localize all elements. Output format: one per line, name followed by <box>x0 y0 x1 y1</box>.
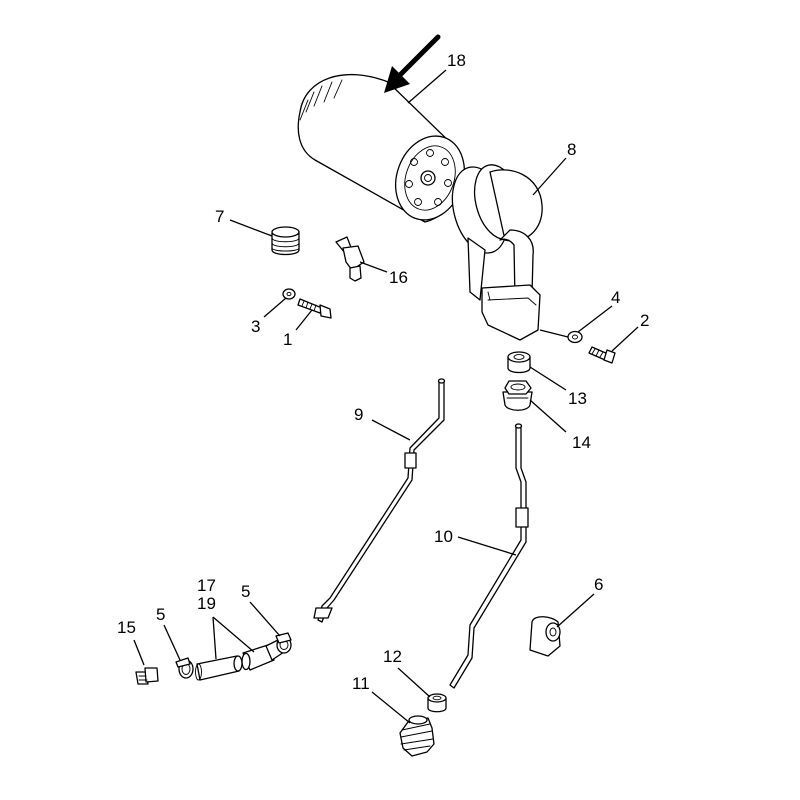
callout-13: 13 <box>568 389 587 408</box>
callout-11: 11 <box>352 674 370 693</box>
leader-19-a <box>212 616 217 660</box>
bushing-13 <box>507 351 531 374</box>
leader-12 <box>397 667 431 698</box>
callout-1: 1 <box>283 330 292 349</box>
leader-5-left <box>163 624 181 661</box>
leader-8 <box>532 157 567 196</box>
elbow-fitting-16 <box>335 236 365 282</box>
callout-4: 4 <box>611 288 620 307</box>
leader-9 <box>371 419 411 441</box>
callout-3: 3 <box>251 317 260 336</box>
boot-11 <box>399 715 435 757</box>
callout-16: 16 <box>389 268 408 287</box>
arrow-icon <box>384 34 441 93</box>
leader-8b <box>539 329 569 338</box>
callout-12: 12 <box>383 647 402 666</box>
leader-13 <box>529 366 567 391</box>
hose-clamp-5-right <box>275 632 292 654</box>
hose-clamp-5-left <box>175 657 194 679</box>
oil-line-9 <box>313 378 446 623</box>
leader-11 <box>371 691 411 724</box>
callout-17: 17 <box>197 576 216 595</box>
callout-19: 19 <box>197 594 216 613</box>
callout-7: 7 <box>215 207 224 226</box>
leader-7 <box>229 219 273 237</box>
callout-6: 6 <box>594 575 603 594</box>
callout-18: 18 <box>447 51 466 70</box>
clamp-6 <box>529 616 561 657</box>
bushing-12 <box>427 693 447 713</box>
washer-4 <box>567 330 583 344</box>
leader-5-right <box>249 601 281 637</box>
hose-19 <box>195 655 243 681</box>
callout-labels: 18 8 7 16 3 1 4 2 13 14 9 10 6 12 11 15 … <box>117 51 649 693</box>
leader-14 <box>529 399 567 433</box>
leader-3 <box>263 297 287 318</box>
threaded-nipple-7 <box>271 226 300 256</box>
oil-line-10 <box>449 423 529 689</box>
oil-filter-18 <box>297 74 465 223</box>
leader-19-b <box>212 616 255 653</box>
callout-14: 14 <box>572 433 591 452</box>
leader-4 <box>577 305 613 333</box>
leader-lines <box>133 69 639 724</box>
leader-16 <box>359 261 388 273</box>
leader-1 <box>295 309 313 331</box>
callout-5-right: 5 <box>241 582 250 601</box>
bolt-2 <box>588 346 616 364</box>
callout-5-left: 5 <box>156 605 165 624</box>
callout-9: 9 <box>354 405 363 424</box>
nut-fitting-14 <box>502 380 533 411</box>
fitting-15 <box>135 667 159 685</box>
washer-3 <box>282 288 296 300</box>
callout-15: 15 <box>117 618 136 637</box>
callout-2: 2 <box>640 311 649 330</box>
leader-6 <box>556 593 595 628</box>
callout-10: 10 <box>434 527 453 546</box>
leader-2 <box>611 326 639 352</box>
leader-18 <box>407 69 447 104</box>
filter-adapter-8 <box>451 164 543 341</box>
callout-8: 8 <box>567 140 576 159</box>
bolt-1 <box>297 298 332 319</box>
leader-15 <box>133 639 145 666</box>
elbow-hose-17 <box>241 639 285 671</box>
leader-10 <box>457 536 517 556</box>
